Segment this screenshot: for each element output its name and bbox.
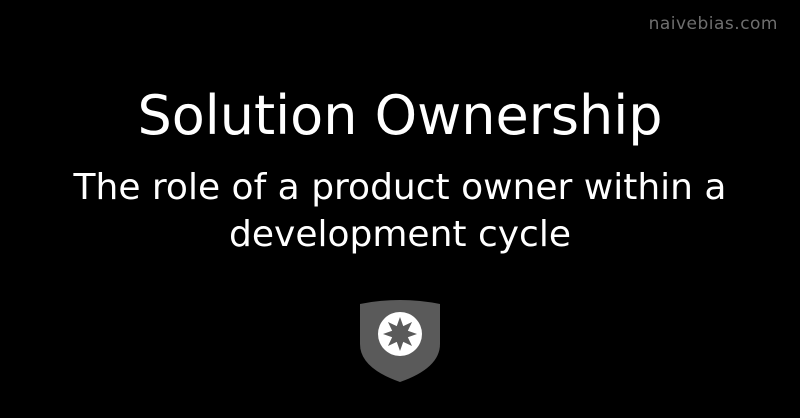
page-subtitle: The role of a product owner within a dev… xyxy=(73,167,727,255)
page-title: Solution Ownership xyxy=(137,84,663,147)
site-name: naivebias.com xyxy=(648,14,778,34)
star-shape xyxy=(383,317,417,351)
shield-star-icon xyxy=(360,300,440,382)
